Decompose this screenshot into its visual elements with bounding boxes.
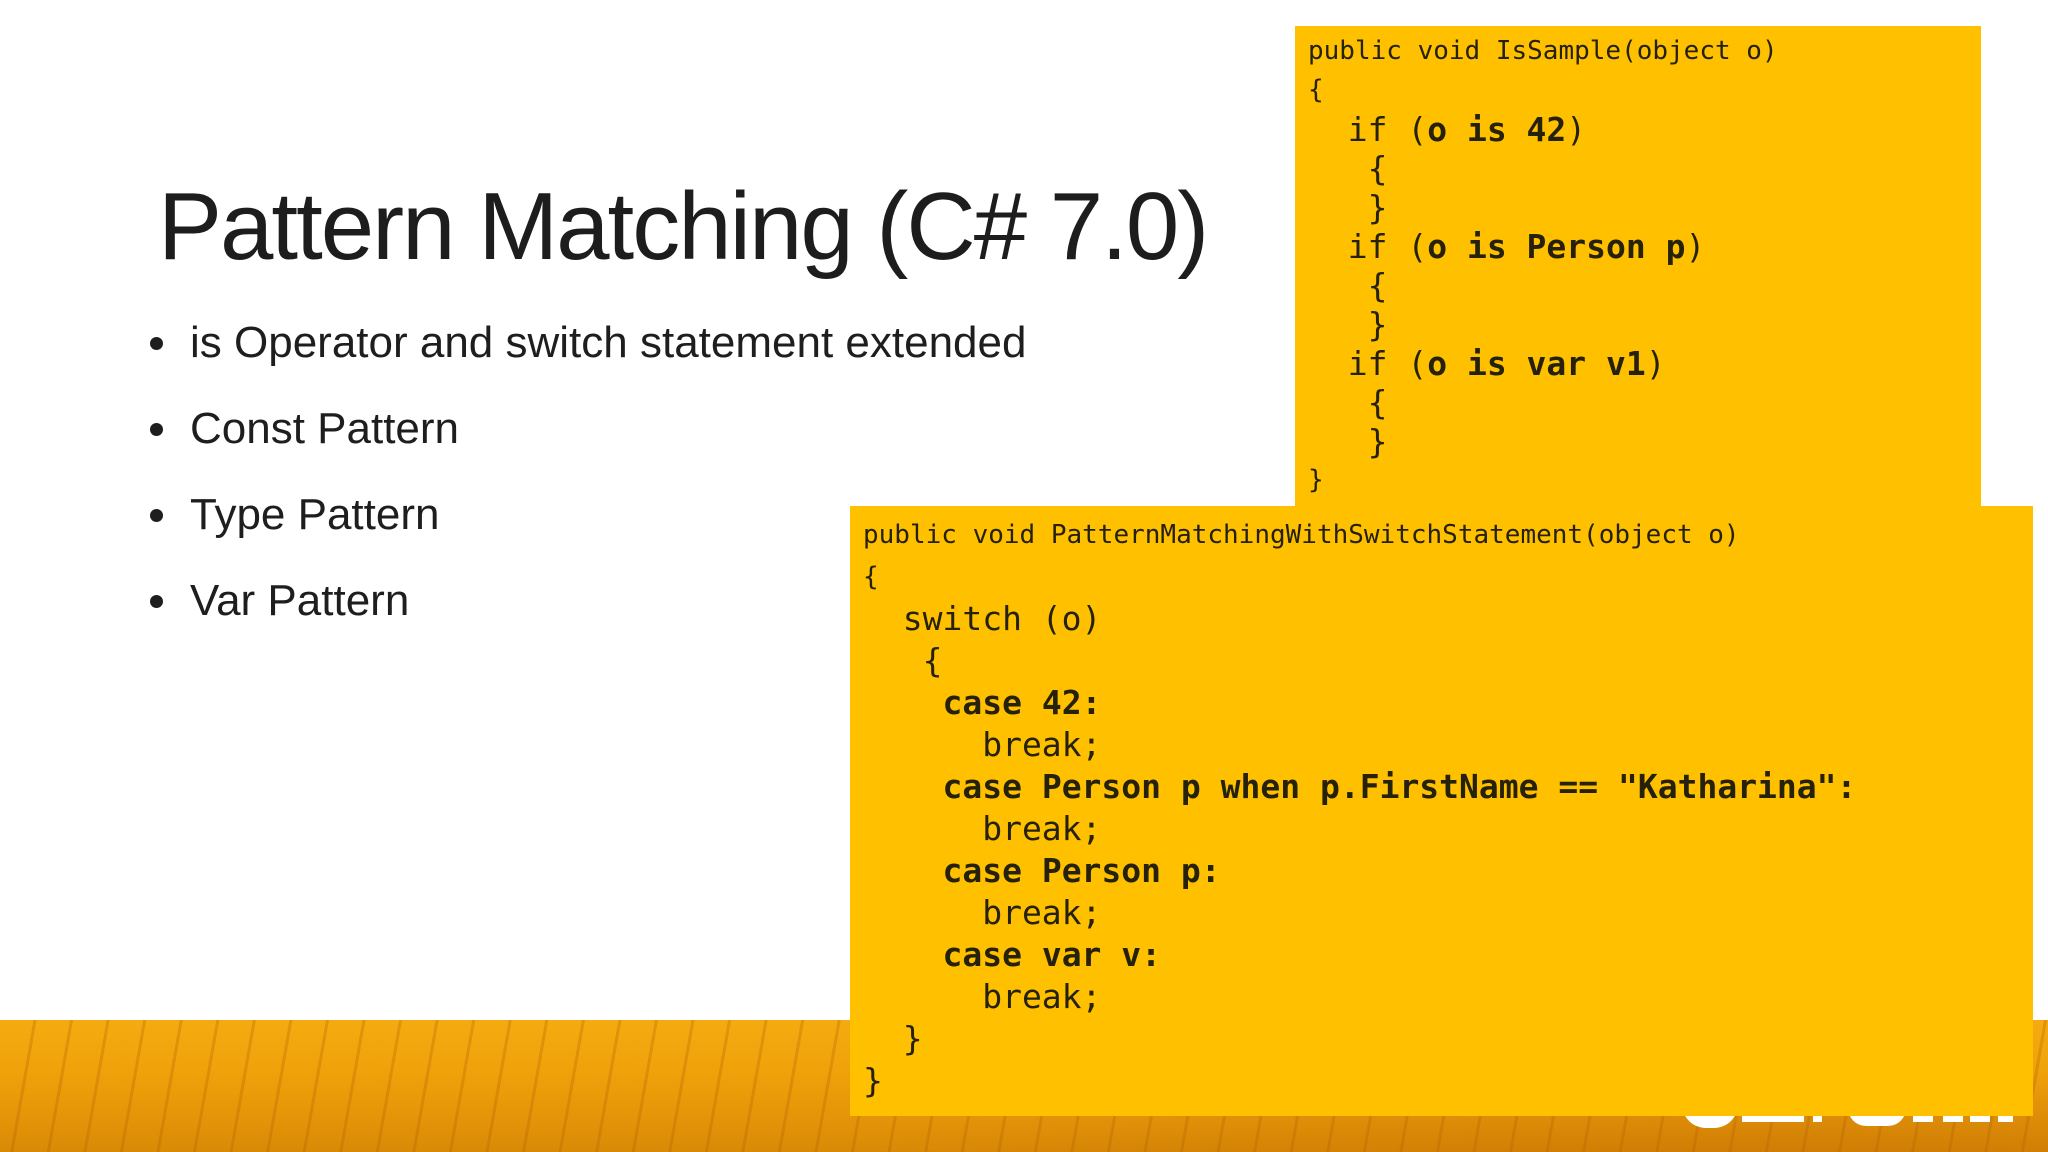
- code-line: case 42:: [942, 683, 1102, 722]
- code-line: case Person p:: [942, 851, 1221, 890]
- code-line: if (o is Person p): [1308, 227, 1706, 266]
- code-box-switch-statement: public void PatternMatchingWithSwitchSta…: [850, 506, 2033, 1116]
- code-line: break;: [863, 725, 1102, 764]
- bullet-text: Const Pattern: [190, 404, 460, 453]
- bullet-text: Type Pattern: [190, 490, 440, 539]
- bullet-dot-icon: [150, 336, 163, 350]
- code-line: }: [1308, 305, 1388, 344]
- code-line: }: [1308, 188, 1388, 227]
- code-line: if (o is var v1): [1308, 344, 1666, 383]
- bullet-item: Type Pattern: [150, 472, 1026, 558]
- code-line: {: [1308, 149, 1388, 188]
- code-line: }: [863, 1019, 923, 1058]
- bullet-list: is Operator and switch statement extende…: [150, 300, 1026, 644]
- code-line: {: [1308, 383, 1388, 422]
- code-line: public void IsSample(object o): [1308, 36, 1778, 66]
- bullet-item: is Operator and switch statement extende…: [150, 300, 1026, 386]
- code-line: }: [1308, 422, 1388, 461]
- bullet-item: Const Pattern: [150, 386, 1026, 472]
- code-line: if (o is 42): [1308, 110, 1587, 149]
- code-box-is-operator: public void IsSample(object o) { if (o is…: [1295, 26, 1981, 510]
- bullet-dot-icon: [150, 508, 163, 522]
- code-line: break;: [863, 977, 1102, 1016]
- code-line: public void PatternMatchingWithSwitchSta…: [863, 520, 1740, 550]
- code-line: break;: [863, 809, 1102, 848]
- bullet-text: Var Pattern: [190, 576, 410, 625]
- code-line: }: [863, 1061, 883, 1100]
- bullet-item: Var Pattern: [150, 558, 1026, 644]
- slide-title: Pattern Matching (C# 7.0): [158, 173, 1209, 281]
- code-line: break;: [863, 893, 1102, 932]
- code-line: {: [863, 641, 943, 680]
- code-line: }: [1308, 465, 1324, 495]
- code-line: {: [1308, 266, 1388, 305]
- bullet-text: is Operator and switch statement extende…: [190, 318, 1027, 367]
- code-line: {: [863, 562, 879, 592]
- code-line: case Person p when p.FirstName == "Katha…: [942, 767, 1857, 806]
- code-line: {: [1308, 75, 1324, 105]
- code-line: case var v:: [942, 935, 1162, 974]
- code-line: switch (o): [863, 599, 1102, 638]
- bullet-dot-icon: [150, 594, 163, 608]
- bullet-dot-icon: [150, 422, 163, 436]
